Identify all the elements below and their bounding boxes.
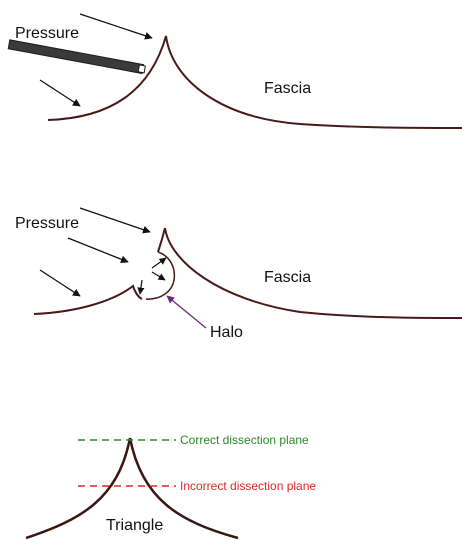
triangle-left-curve — [25, 437, 132, 540]
instrument-icon — [7, 39, 146, 75]
middle-fascia-label: Fascia — [264, 269, 311, 286]
panel-bottom: Correct dissection plane Incorrect disse… — [25, 433, 316, 540]
middle-fascia-left — [33, 284, 143, 315]
middle-pressure-arrow-3 — [39, 269, 81, 297]
halo-pointer-arrow — [166, 295, 207, 329]
halo-bubble — [145, 251, 176, 300]
halo-inner-arrow-right — [151, 271, 166, 281]
triangle-right-curve — [128, 437, 239, 540]
halo-label: Halo — [210, 324, 243, 341]
top-fascia-label: Fascia — [264, 80, 311, 97]
incorrect-plane-label: Incorrect dissection plane — [180, 479, 316, 493]
middle-pressure-arrow-2 — [67, 237, 129, 264]
top-pressure-arrow-2 — [39, 79, 81, 107]
halo-inner-arrow-down — [137, 279, 145, 295]
panel-top: Pressure Fascia — [7, 13, 462, 129]
correct-plane-label: Correct dissection plane — [180, 433, 309, 447]
halo-inner-arrow-up — [151, 257, 167, 269]
top-pressure-label: Pressure — [15, 25, 79, 42]
middle-fascia-right — [164, 227, 462, 319]
middle-pressure-arrow-1 — [79, 207, 151, 234]
top-pressure-arrow-1 — [79, 13, 153, 40]
triangle-label: Triangle — [106, 517, 163, 534]
top-fascia-curve — [47, 35, 462, 129]
middle-pressure-label: Pressure — [15, 215, 79, 232]
middle-fascia-peak — [157, 227, 166, 253]
panel-middle: Pressure Fascia Halo — [15, 207, 462, 341]
